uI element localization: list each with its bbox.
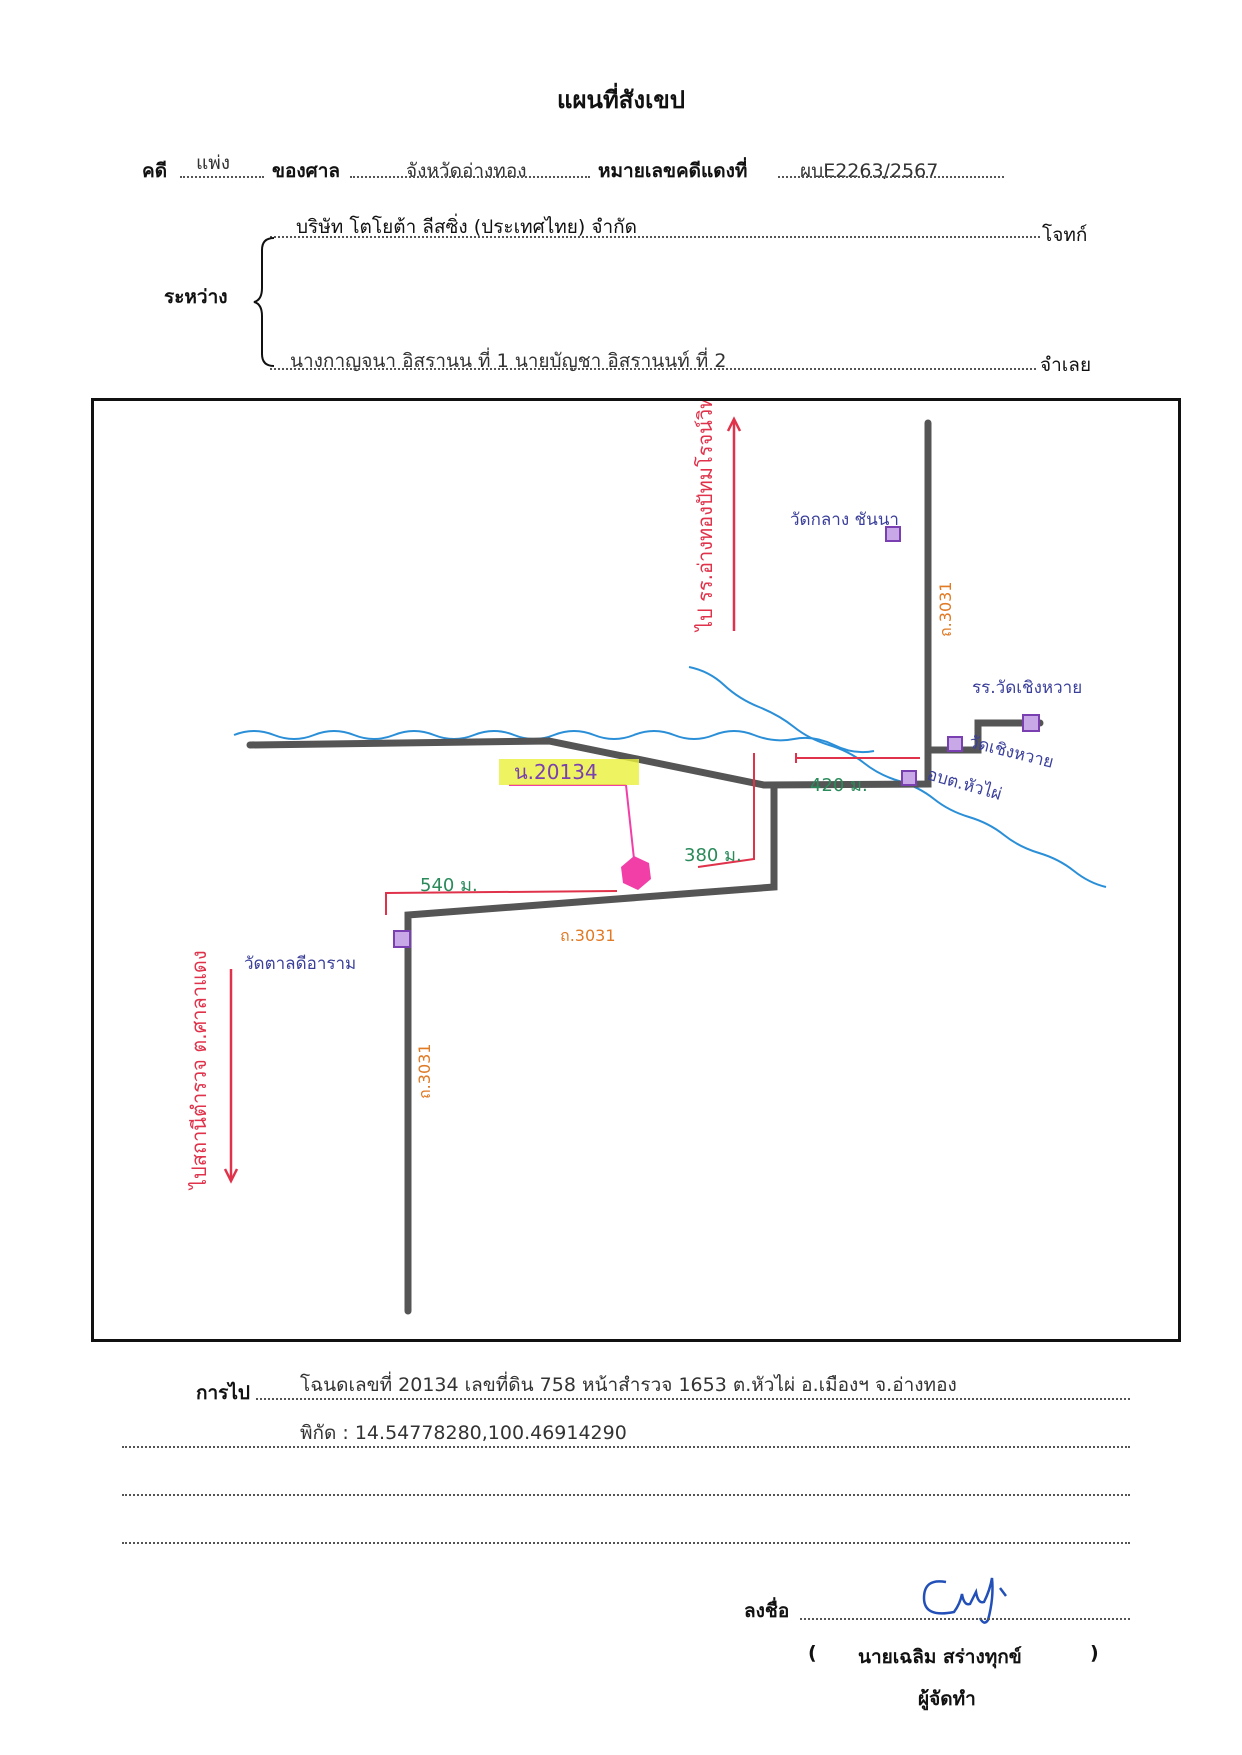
wat-choeng-label: วัดเชิงหวาย: [967, 732, 1056, 772]
dotted-line: [180, 176, 264, 178]
dist-420-line: [795, 753, 920, 763]
sign-label: ลงชื่อ: [744, 1600, 790, 1622]
road-west-upper: [246, 737, 768, 789]
brace-icon: [253, 237, 275, 367]
directions-label: การไป: [196, 1382, 250, 1404]
wat-choeng-marker: [947, 736, 963, 752]
between-label: ระหว่าง: [164, 286, 228, 308]
dotted-line: [122, 1446, 1130, 1448]
plaintiff-name: บริษัท โตโยต้า ลีสซิ่ง (ประเทศไทย) จำกัด: [296, 216, 638, 238]
wat-west-marker: [393, 930, 411, 948]
dotted-line: [800, 1618, 1130, 1620]
road-middle: [404, 781, 778, 1315]
dotted-line: [122, 1542, 1130, 1544]
case-label: คดี: [142, 160, 168, 182]
dist-380-line: [697, 753, 755, 868]
court-label: ของศาล: [272, 160, 341, 182]
open-paren: (: [808, 1642, 817, 1664]
road-junction: [760, 419, 932, 789]
arrow-north-head: [726, 416, 742, 432]
road-north-label: ถ.3031: [936, 582, 955, 638]
dotted-line: [256, 1398, 1130, 1400]
dotted-line: [350, 176, 590, 178]
signature-mark: [922, 1577, 1007, 1624]
plaintiff-role: โจทก์: [1042, 224, 1088, 246]
school-marker: [1022, 714, 1040, 732]
dotted-line: [270, 236, 1040, 238]
to-south-label: ไปสถานีตำรวจ ต.ศาลาแดง: [187, 950, 211, 1191]
school-label: รร.วัดเชิงหวาย: [972, 678, 1082, 698]
dotted-line: [122, 1494, 1130, 1496]
defendant-name: นางกาญจนา อิสรานน ที่ 1 นายบัญชา อิสรานน…: [290, 350, 727, 372]
distance-540-label: 540 ม.: [420, 875, 478, 896]
close-paren: ): [1090, 1642, 1099, 1664]
target-parcel-marker: [621, 856, 651, 890]
road-mid-label: ถ.3031: [560, 926, 616, 945]
defendant-role: จำเลย: [1040, 354, 1092, 376]
obt-marker: [901, 770, 917, 786]
dotted-line: [270, 368, 1036, 370]
case-type: แพ่ง: [196, 152, 231, 174]
dotted-line: [778, 176, 1004, 178]
river-line: [233, 730, 875, 754]
obt-label: อบต.หัวไผ่: [925, 764, 1005, 805]
page-title: แผนที่สังเขป: [557, 86, 685, 114]
wat-west-label: วัดตาลดีอาราม: [244, 954, 356, 974]
court-name: จังหวัดอ่างทอง: [406, 160, 527, 182]
distance-380-label: 380 ม.: [684, 845, 742, 866]
to-north-label: ไป รร.อ่างทองปัทมโรจน์วิทยาคม: [693, 401, 717, 633]
wat-klang-marker: [885, 526, 901, 542]
wat-klang-label: วัดกลาง ชันนา: [790, 510, 899, 530]
arrow-south-head: [223, 1168, 239, 1184]
case-number-label: หมายเลขคดีแดงที่: [598, 160, 748, 182]
sketch-map: ไป รร.อ่างทองปัทมโรจน์วิทยาคม ไปสถานีตำร…: [91, 398, 1181, 1342]
signer-name: นายเฉลิม สร่างทุกข์: [858, 1646, 1022, 1668]
distance-420-label: 420 ม.: [810, 775, 868, 796]
map-canvas: ไป รร.อ่างทองปัทมโรจน์วิทยาคม ไปสถานีตำร…: [187, 401, 1107, 1315]
coordinates: พิกัด : 14.54778280,100.46914290: [300, 1422, 627, 1444]
case-number: ผบE2263/2567: [800, 160, 939, 182]
river-line: [688, 666, 1107, 888]
dist-540-line: [385, 890, 618, 915]
deed-number-label: น.20134: [514, 760, 598, 784]
road-south-label: ถ.3031: [415, 1044, 434, 1100]
signer-role: ผู้จัดทำ: [918, 1688, 976, 1710]
directions-line1: โฉนดเลขที่ 20134 เลขที่ดิน 758 หน้าสำรวจ…: [300, 1374, 957, 1396]
